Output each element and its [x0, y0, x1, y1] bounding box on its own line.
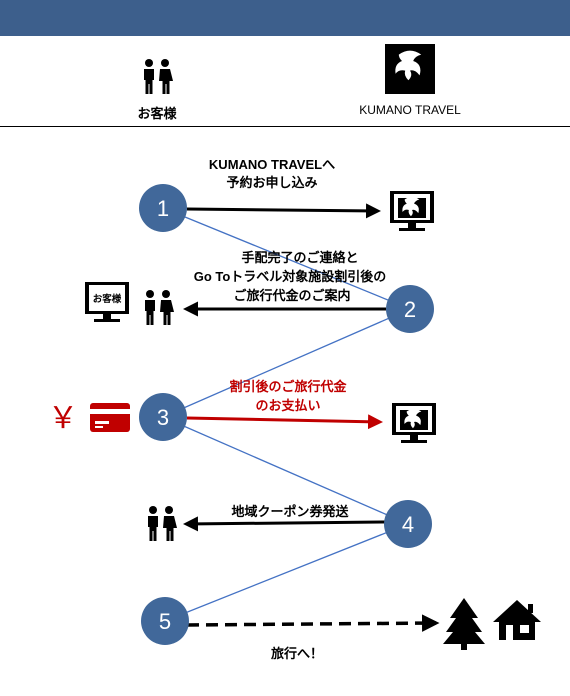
house-icon	[493, 600, 541, 640]
company-monitor-icon-3	[392, 403, 436, 443]
msg-step-4-line-1: 地域クーポン券発送	[231, 504, 349, 519]
header-company-logo	[385, 44, 435, 94]
msg-step-5-line-1: 旅行へ！	[271, 646, 323, 661]
msg-step-1-line-2: 予約お申し込み	[226, 175, 317, 190]
top-bar	[0, 0, 570, 36]
connector-lines	[162, 207, 411, 622]
header-customer-icon	[144, 59, 173, 94]
step-4-circle: 4	[384, 500, 432, 548]
customer-icon-step-4	[148, 506, 177, 541]
arrow-step-3	[186, 414, 383, 430]
tree-icon	[443, 598, 485, 650]
customer-monitor-label: お客様	[93, 293, 122, 305]
customer-icon-step-2	[145, 290, 174, 325]
step-1-number: 1	[157, 196, 169, 221]
credit-card-icon	[90, 403, 130, 432]
step-4-number: 4	[402, 512, 414, 537]
header-divider	[0, 126, 570, 127]
step-5-number: 5	[159, 609, 171, 634]
msg-step-3-line-2: のお支払い	[255, 398, 320, 413]
msg-step-2-line-1: 手配完了のご連絡と	[241, 250, 358, 265]
arrow-step-5	[186, 614, 440, 632]
step-2-circle: 2	[386, 285, 434, 333]
customer-monitor-icon: お客様	[85, 282, 129, 322]
header-customer-label: お客様	[137, 106, 177, 121]
step-1-circle: 1	[139, 184, 187, 232]
company-monitor-icon-1	[390, 191, 434, 231]
arrow-step-1	[186, 203, 381, 219]
step-5-circle: 5	[141, 597, 189, 645]
header-company-label: KUMANO TRAVEL	[359, 103, 461, 117]
yen-icon: ￥	[48, 401, 78, 436]
msg-step-2-line-3: ご旅行代金のご案内	[233, 288, 350, 303]
step-3-circle: 3	[139, 393, 187, 441]
msg-step-3-line-1: 割引後のご旅行代金	[229, 379, 347, 394]
arrow-step-4	[183, 516, 387, 532]
step-2-number: 2	[404, 297, 416, 322]
step-3-number: 3	[157, 405, 169, 430]
msg-step-2-line-2: Go Toトラベル対象施設割引後の	[194, 269, 387, 284]
msg-step-1-line-1: KUMANO TRAVELへ	[209, 157, 335, 172]
